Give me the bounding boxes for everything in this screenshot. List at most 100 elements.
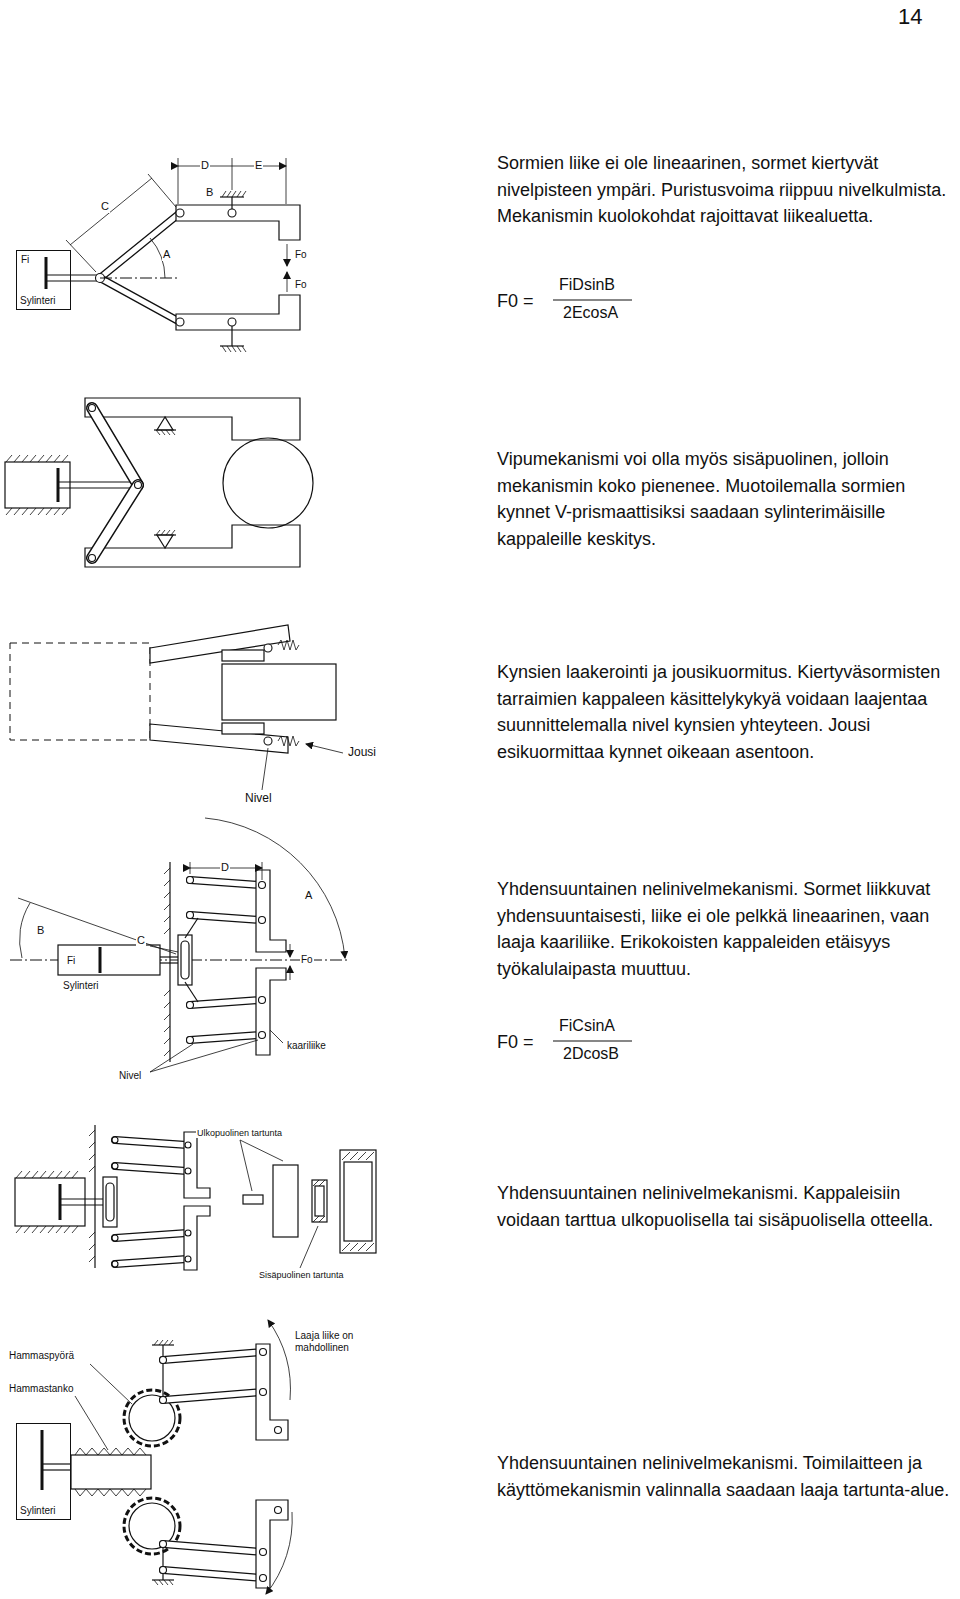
drawing-path — [268, 1320, 290, 1400]
drawing-rect — [181, 941, 189, 979]
drawing-line — [58, 481, 138, 482]
drawing-line — [163, 1352, 262, 1360]
joint-label: Nivel — [244, 792, 273, 806]
dimension-label: D — [220, 861, 230, 874]
inner-lever-figure — [5, 398, 313, 567]
force-label: Fo — [294, 279, 308, 291]
page-number: 14 — [898, 4, 922, 29]
drawing-line — [75, 1396, 108, 1450]
drawing-circle — [160, 1541, 167, 1548]
drawing-polygon — [150, 724, 288, 753]
drawing-line — [190, 1000, 260, 1005]
drawing-rect — [344, 1162, 372, 1241]
drawing-circle — [187, 1037, 194, 1044]
drawing-rect — [340, 1150, 376, 1253]
drawing-polygon — [150, 625, 290, 663]
drawing-polygon — [256, 1500, 288, 1588]
angle-label: B — [205, 186, 214, 199]
drawing-line — [70, 178, 152, 245]
drawing-line — [42, 1469, 71, 1470]
drawing-rect — [222, 650, 264, 661]
drawing-circle — [259, 882, 266, 889]
drawing-path — [205, 818, 345, 958]
drawing-line — [160, 956, 178, 957]
dimension-label: C — [100, 200, 110, 213]
drawing-circle — [260, 1389, 267, 1396]
drawing-circle — [112, 1235, 118, 1241]
drawing-line — [115, 1259, 187, 1264]
drawing-line — [190, 915, 260, 920]
drawing-polygon — [256, 1344, 288, 1440]
drawing-circle — [160, 1567, 167, 1574]
drawing-path — [154, 1340, 173, 1345]
drawing-line — [46, 280, 100, 281]
formula-numerator: FiCsinA — [559, 1017, 615, 1035]
angle-label: A — [162, 248, 171, 261]
drawing-line — [231, 326, 232, 346]
drawing-path — [20, 903, 30, 958]
drawing-rect — [5, 462, 70, 508]
dimension-label: C — [136, 934, 146, 947]
drawing-circle — [228, 318, 236, 326]
drawing-polygon — [256, 968, 286, 1055]
drawing-circle — [264, 737, 272, 745]
drawing-line — [59, 1184, 62, 1220]
drawing-rect — [106, 1183, 114, 1221]
drawing-line — [290, 944, 291, 957]
drawing-line — [154, 429, 176, 430]
grip-label: Sisäpuolinen tartunta — [258, 1270, 345, 1280]
motion-label: kaariliike — [286, 1040, 327, 1052]
drawing-line — [185, 918, 198, 938]
drawing-line — [232, 158, 233, 190]
drawing-path — [154, 1580, 173, 1585]
dimension-label: E — [254, 159, 263, 172]
drawing-circle — [187, 1002, 194, 1009]
drawing-circle — [176, 318, 184, 326]
drawing-circle — [185, 1230, 191, 1236]
drawing-path — [313, 1180, 325, 1222]
drawing-line — [163, 1352, 262, 1360]
drawing-circle — [260, 1549, 267, 1556]
drawing-line — [287, 272, 288, 292]
formula-denominator: 2EcosA — [563, 304, 618, 322]
drawing-line — [300, 1226, 318, 1268]
lever-gripper-figure — [46, 158, 300, 352]
drawing-circle — [275, 1427, 282, 1434]
grip-types-figure — [15, 1125, 376, 1270]
cylinder-label: Sylinteri — [20, 295, 56, 307]
drawing-line — [162, 1345, 163, 1400]
description-text: Yhdensuuntainen nelinivelmekanismi. Sorm… — [497, 876, 952, 982]
description-text: Yhdensuuntainen nelinivelmekanismi. Toim… — [497, 1450, 952, 1503]
drawing-line — [190, 1000, 260, 1005]
drawing-line — [92, 408, 138, 485]
drawing-line — [163, 1544, 262, 1552]
force-label: Fi — [66, 955, 76, 967]
angle-label: B — [36, 924, 45, 937]
drawing-circle — [275, 1507, 282, 1514]
drawing-polygon — [85, 525, 300, 567]
drawing-line — [190, 880, 260, 885]
drawing-rect — [58, 945, 160, 975]
drawing-rect — [273, 1165, 298, 1237]
motion-label: Laaja liike on mahdollinen — [294, 1330, 378, 1353]
drawing-circle — [260, 1575, 267, 1582]
drawing-circle — [185, 1168, 191, 1174]
drawing-line — [185, 982, 198, 1002]
drawing-rect — [178, 935, 192, 985]
drawing-rect — [71, 1455, 151, 1489]
drawing-circle — [185, 1142, 191, 1148]
drawing-circle — [223, 438, 313, 528]
grip-label: Ulkopuolinen tartunta — [196, 1128, 283, 1138]
drawing-line — [115, 1166, 187, 1171]
drawing-line — [190, 1035, 260, 1040]
drawing-rect — [243, 1195, 263, 1204]
drawing-line — [163, 1544, 262, 1552]
drawing-line — [190, 1035, 260, 1040]
drawing-circle — [228, 209, 236, 217]
drawing-circle — [264, 644, 272, 652]
drawing-path — [156, 430, 175, 435]
drawing-line — [240, 1140, 283, 1161]
drawing-line — [162, 1544, 163, 1580]
drawing-line — [150, 946, 178, 952]
description-text: Kynsien laakerointi ja jousikuormitus. K… — [497, 659, 952, 765]
